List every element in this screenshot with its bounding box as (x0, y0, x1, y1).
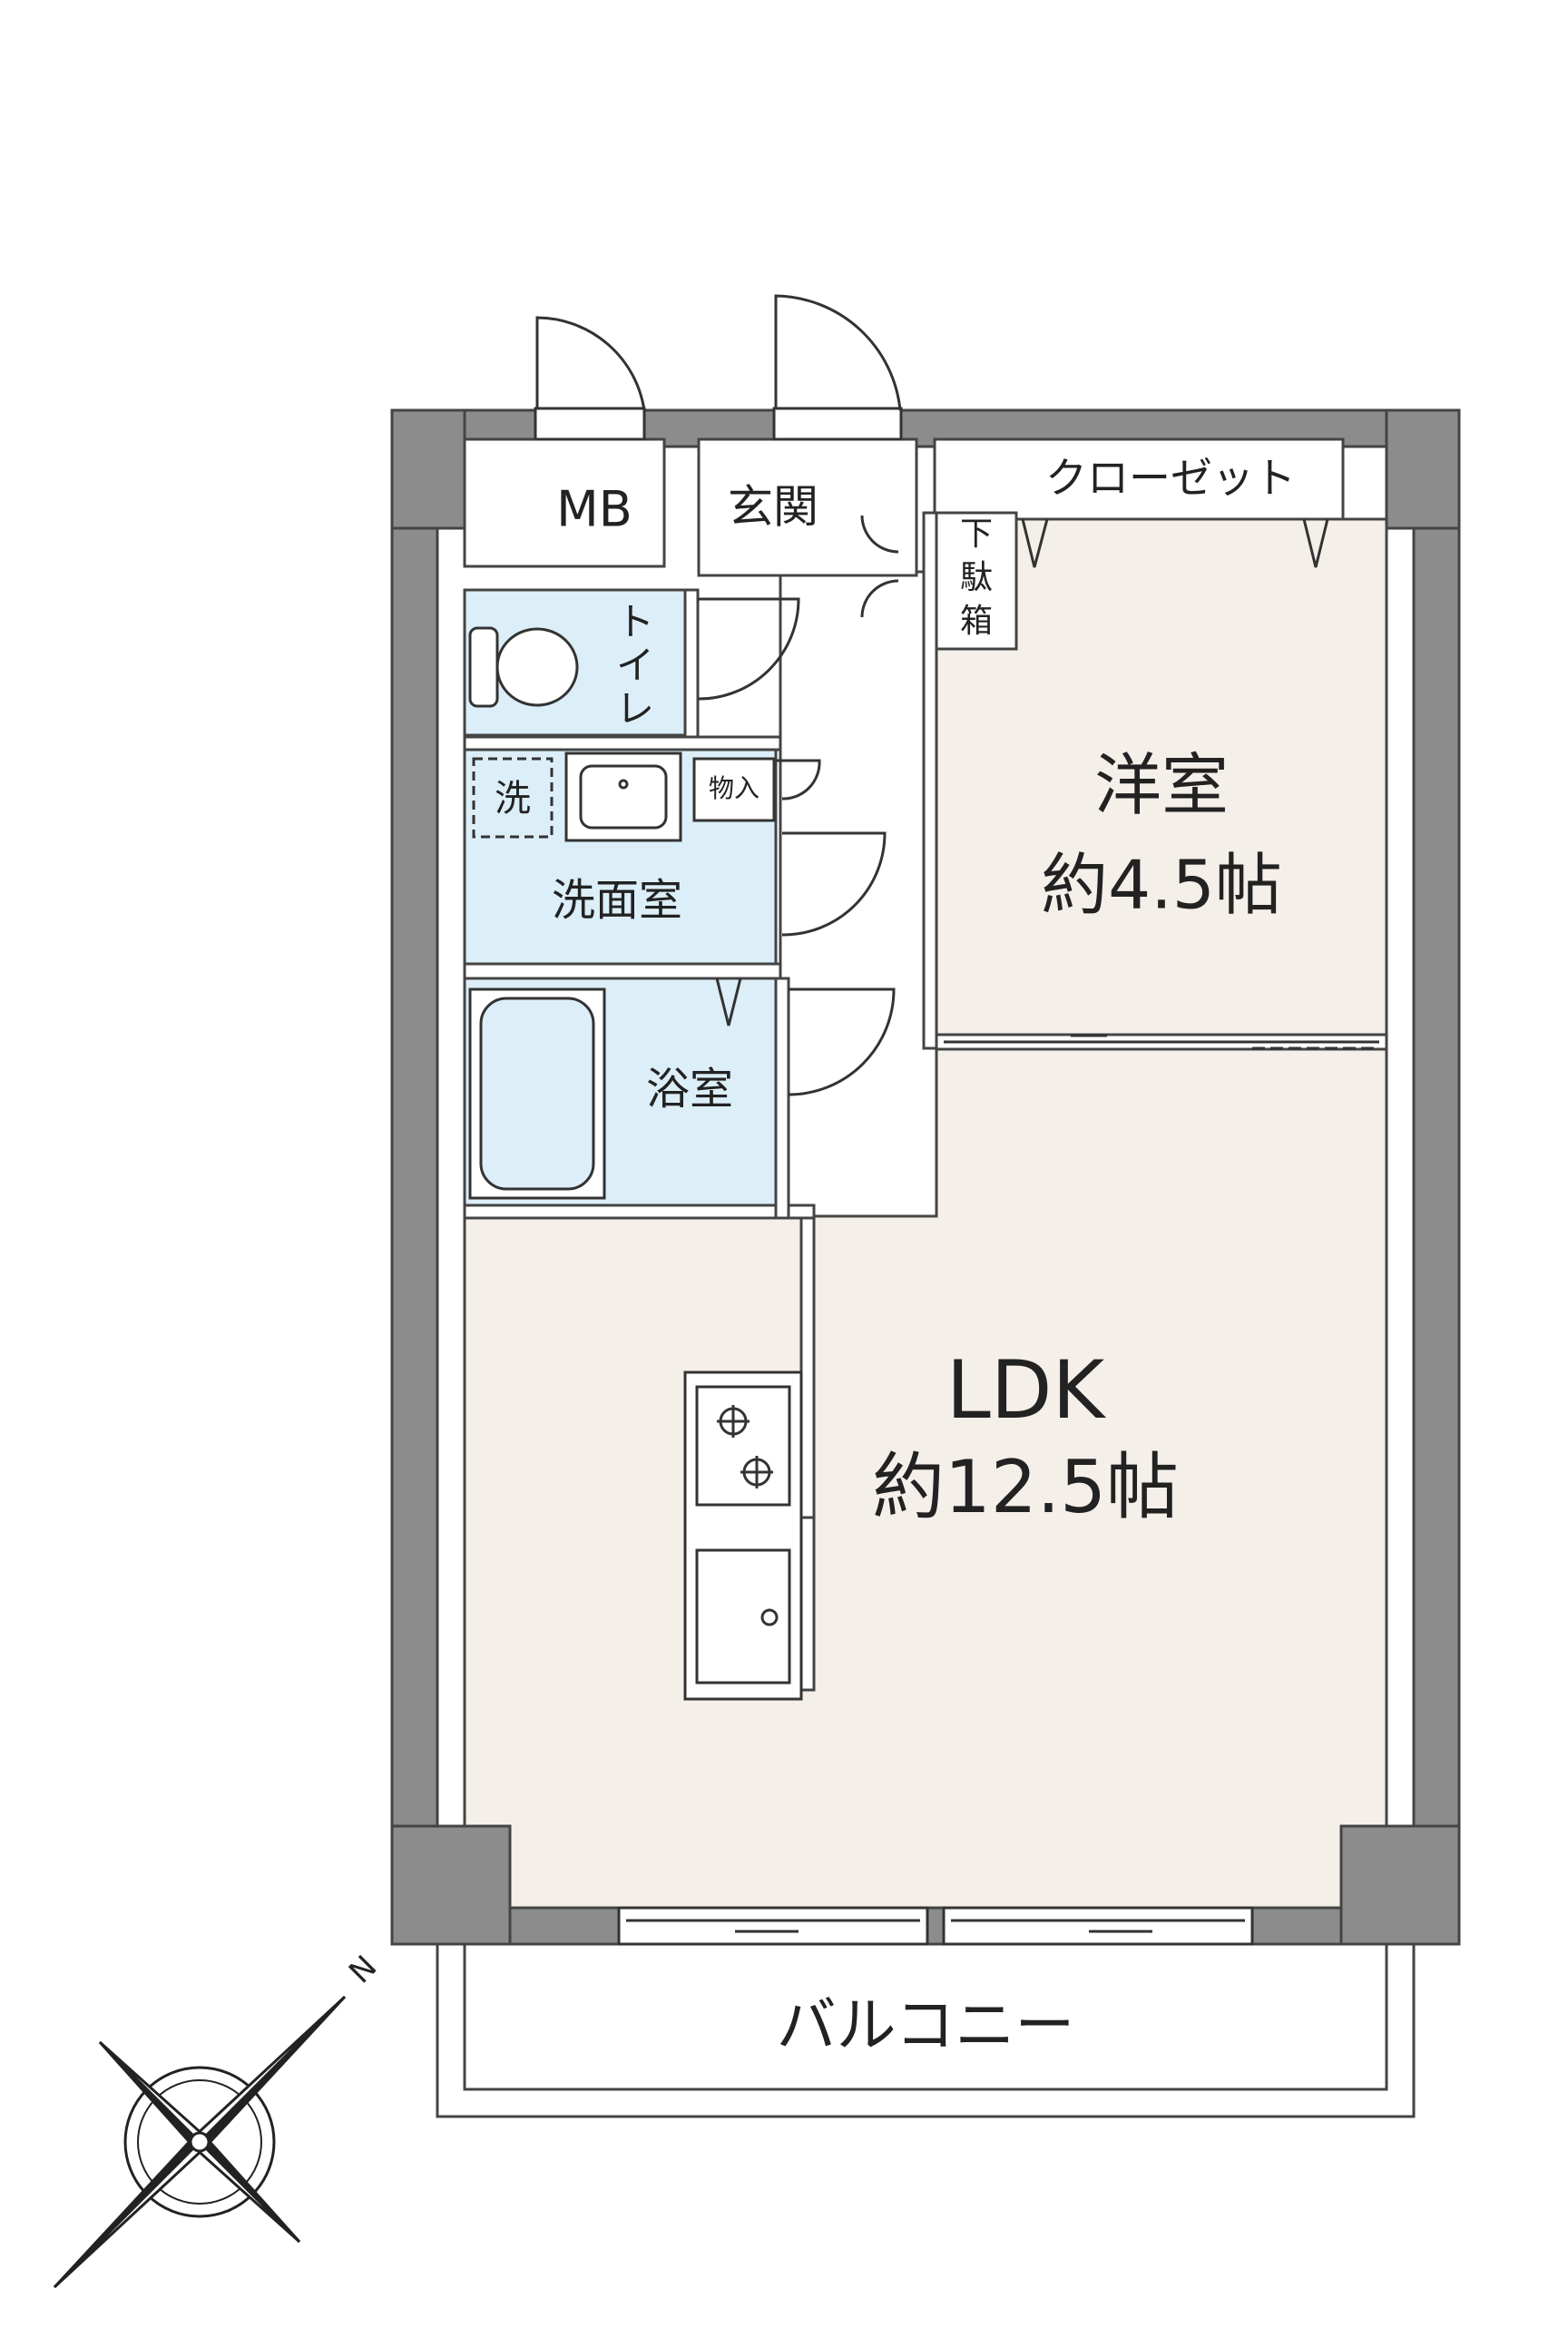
doors (534, 294, 903, 1096)
western-room-name: 洋室 (1094, 747, 1229, 825)
bathroom-label: 浴室 (646, 1064, 733, 1115)
mb-label: MB (556, 481, 632, 538)
storage-label: 物入 (709, 773, 760, 803)
balcony-label: バルコニー (777, 1990, 1075, 2060)
sink-drain (760, 1608, 779, 1626)
balcony-windows (617, 1906, 1254, 1946)
toilet-fixture (468, 626, 579, 708)
closet-label: クローゼット (1045, 454, 1296, 503)
stove-burners (717, 1405, 773, 1488)
interior-walls (463, 437, 1388, 1692)
svg-text:箱: 箱 (960, 603, 993, 640)
compass (53, 1995, 347, 2289)
hallway-floor (779, 570, 938, 1218)
svg-text:ト: ト (616, 600, 654, 644)
svg-text:イ: イ (616, 643, 654, 688)
ldk-name: LDK (946, 1343, 1107, 1437)
washroom-label: 洗面室 (552, 875, 682, 926)
svg-text:レ: レ (616, 687, 654, 732)
toilet-label: ト イ レ (616, 600, 654, 732)
sliding-door-western-room (944, 1034, 1379, 1050)
wash-basin (564, 752, 682, 842)
structural-columns (390, 408, 1461, 1946)
ldk-size: 約12.5帖 (872, 1445, 1179, 1529)
storage-box (692, 757, 776, 822)
compass-north-label: N (342, 1949, 384, 1990)
entrance-label: 玄関 (728, 481, 818, 534)
opening-marks (715, 518, 1329, 1027)
washer-label: 洗 (495, 778, 531, 820)
svg-text:下: 下 (960, 516, 993, 553)
kitchen-counter (683, 1370, 803, 1701)
bathtub (468, 987, 606, 1200)
washer-space (472, 757, 554, 839)
shoe-box-label: 下 駄 箱 (960, 516, 993, 640)
svg-text:駄: 駄 (960, 559, 993, 596)
western-room-size: 約4.5帖 (1041, 847, 1282, 925)
